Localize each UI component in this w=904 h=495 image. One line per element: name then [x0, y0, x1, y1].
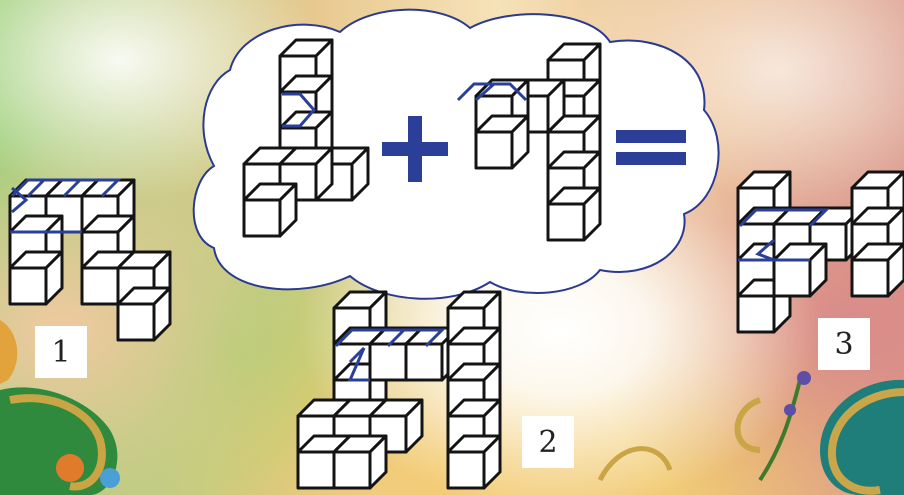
figure-1-label: 1	[35, 326, 87, 378]
figure-3-label: 3	[818, 318, 870, 370]
ornament-bottom-left	[0, 320, 120, 495]
answer-figure-3	[736, 170, 904, 334]
equals-sign	[616, 130, 686, 165]
answer-figure-2	[296, 290, 502, 490]
ornament-bottom-right	[597, 371, 904, 495]
answer-figure-1	[8, 178, 172, 342]
plus-sign	[382, 116, 448, 182]
cloud-figure-a	[242, 38, 370, 238]
cloud-figure-b	[456, 42, 602, 242]
figure-2-label: 2	[522, 416, 574, 468]
